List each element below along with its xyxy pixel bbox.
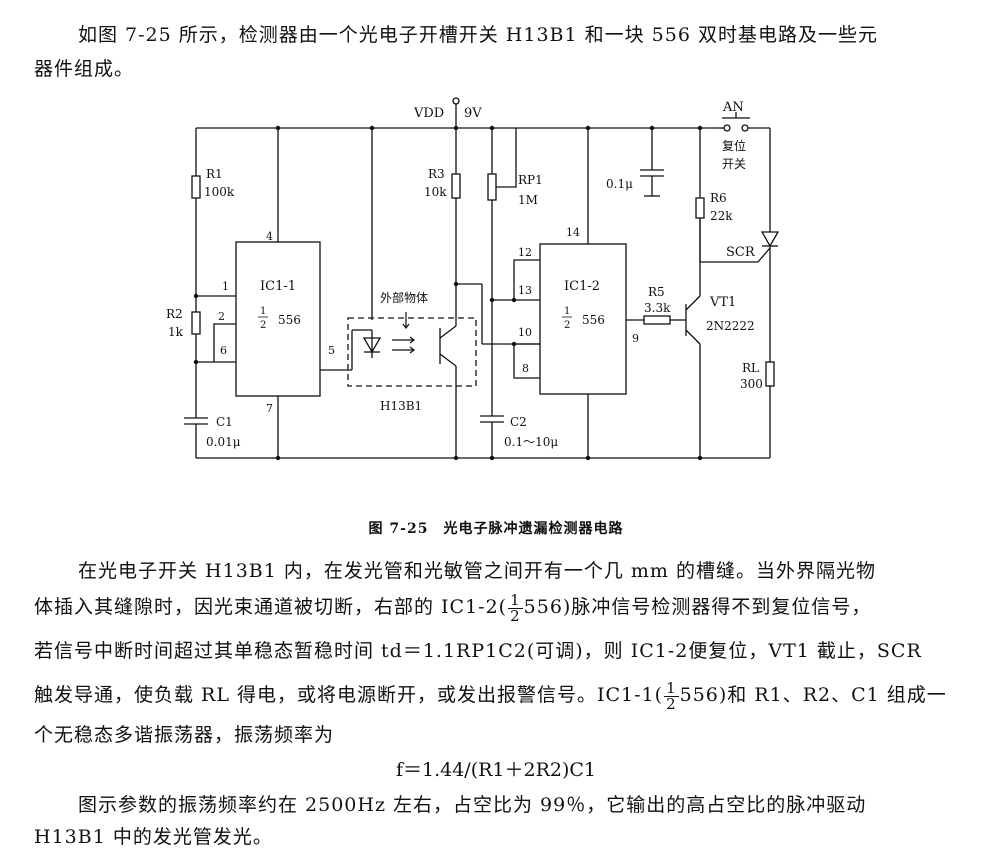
r6-value: 22k (710, 209, 733, 223)
pin-6: 6 (220, 344, 227, 357)
rl-value: 300 (740, 377, 763, 391)
r3-label: R3 (428, 167, 445, 181)
pin-10: 10 (518, 326, 532, 339)
circuit-diagram: VDD 9V AN 复位 开关 R1 100k R2 1k C1 0.01μ R… (166, 97, 780, 461)
body-line-4-part-b: 556)和 R1、R2、C1 组成一 (679, 684, 947, 706)
vt1-part: 2N2222 (706, 319, 755, 333)
ic12-frac-den: 2 (564, 320, 570, 331)
ic11-chip: 556 (278, 313, 301, 327)
c2-value: 0.1～10μ (504, 435, 558, 449)
h13b1-label: H13B1 (380, 399, 422, 413)
c2-label: C2 (510, 415, 527, 429)
body-line-2-part-b: 556)脉冲信号检测器得不到复位信号， (523, 596, 872, 618)
external-object-label: 外部物体 (380, 290, 428, 305)
rp1-value: 1M (518, 193, 538, 207)
body-line-2-part-a: 体插入其缝隙时，因光束通道被切断，右部的 IC1-2( (34, 596, 508, 618)
intro-line-1: 如图 7-25 所示，检测器由一个光电子开槽开关 H13B1 和一块 556 双… (78, 24, 878, 46)
frequency-formula: f＝1.44/(R1＋2R2)C1 (395, 759, 597, 781)
pin-2: 2 (218, 310, 225, 323)
figure-caption: 图 7-25 光电子脉冲遗漏检测器电路 (368, 521, 624, 537)
r5-label: R5 (648, 285, 665, 299)
pin-8: 8 (522, 362, 529, 375)
body-line-3: 若信号中断时间超过其单稳态暂稳时间 td＝1.1RP1C2(可调)，则 IC1-… (34, 640, 922, 662)
vt1-label: VT1 (709, 295, 736, 310)
an-label: AN (722, 100, 744, 115)
supply-label: 9V (464, 106, 482, 121)
r5-value: 3.3k (644, 301, 671, 315)
r6-label: R6 (710, 191, 727, 205)
pin-4: 4 (266, 230, 273, 243)
c1-label: C1 (216, 415, 233, 429)
pin-5: 5 (328, 344, 335, 357)
ic12-chip: 556 (582, 313, 605, 327)
pin-1: 1 (222, 280, 229, 293)
ic11-label: IC1-1 (260, 279, 296, 294)
intro-line-2: 器件组成。 (34, 58, 135, 80)
ic12-label: IC1-2 (564, 279, 600, 294)
r2-label: R2 (166, 307, 183, 321)
vdd-label: VDD (413, 106, 444, 121)
r2-value: 1k (168, 325, 184, 339)
r1-value: 100k (204, 185, 235, 199)
body-line-5: 个无稳态多谐振荡器，振荡频率为 (34, 724, 335, 746)
rl-label: RL (742, 361, 759, 375)
ic11-frac-num: 1 (260, 306, 266, 317)
r3-value: 10k (424, 185, 447, 199)
pin-9: 9 (632, 332, 639, 345)
ic11-frac-den: 2 (260, 320, 266, 331)
c-top-value: 0.1μ (606, 177, 633, 191)
scr-label: SCR (726, 245, 756, 260)
body-line-4-part-a: 触发导通，使负载 RL 得电，或将电源断开，或发出报警信号。IC1-1( (34, 684, 664, 706)
switch-label: 开关 (722, 157, 746, 171)
ic12-frac-num: 1 (564, 306, 570, 317)
body-line-1: 在光电子开关 H13B1 内，在发光管和光敏管之间开有一个几 mm 的槽缝。当外… (78, 560, 876, 582)
reset-label: 复位 (722, 138, 746, 153)
pin-14: 14 (566, 226, 580, 239)
rp1-label: RP1 (518, 173, 543, 187)
body-line-7: H13B1 中的发光管发光。 (34, 826, 273, 848)
pin-7: 7 (266, 402, 273, 415)
body-line-6: 图示参数的振荡频率约在 2500Hz 左右，占空比为 99％，它输出的高占空比的… (78, 794, 867, 816)
c1-value: 0.01μ (206, 435, 241, 449)
pin-12: 12 (518, 246, 532, 259)
pin-13: 13 (518, 284, 532, 297)
r1-label: R1 (206, 167, 223, 181)
